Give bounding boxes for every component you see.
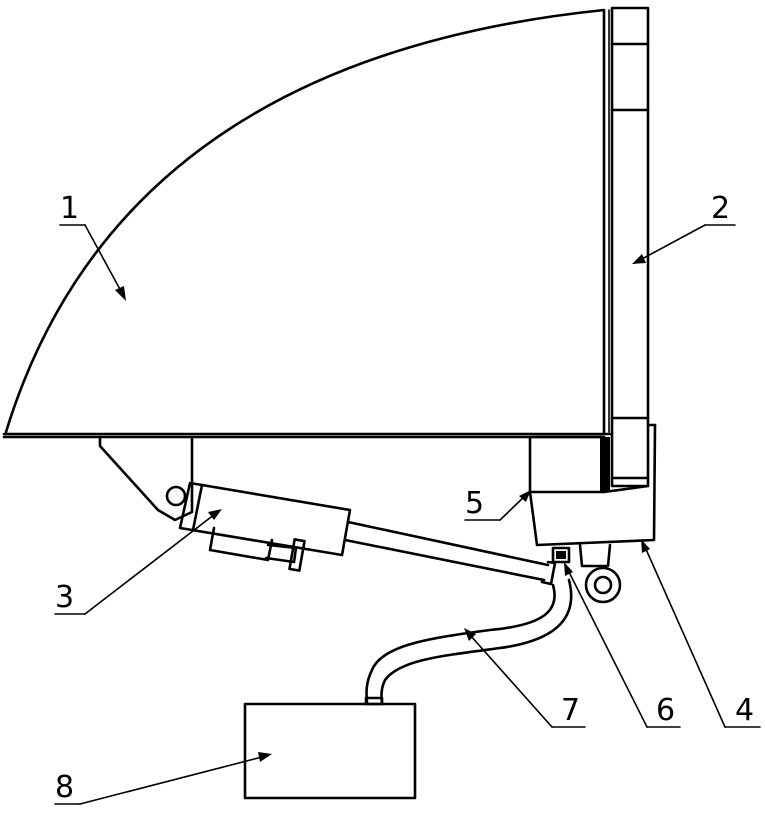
label-2: 2 bbox=[711, 191, 730, 226]
part-7-hose bbox=[365, 578, 573, 705]
label-8: 8 bbox=[55, 770, 74, 805]
part-2-side-panel bbox=[610, 6, 650, 488]
label-7: 7 bbox=[561, 693, 580, 728]
label-5: 5 bbox=[465, 486, 484, 521]
label-4: 4 bbox=[735, 693, 754, 728]
label-1: 1 bbox=[60, 191, 79, 226]
label-3: 3 bbox=[55, 580, 74, 615]
label-6: 6 bbox=[656, 693, 675, 728]
leader-lines bbox=[54, 224, 761, 805]
part-3-actuator bbox=[178, 481, 557, 586]
part-6-hinge bbox=[551, 543, 622, 604]
part-1-fan-body bbox=[2, 8, 612, 439]
left-bracket bbox=[98, 435, 194, 522]
lower-housing bbox=[528, 423, 657, 547]
part-8-box bbox=[243, 696, 417, 800]
